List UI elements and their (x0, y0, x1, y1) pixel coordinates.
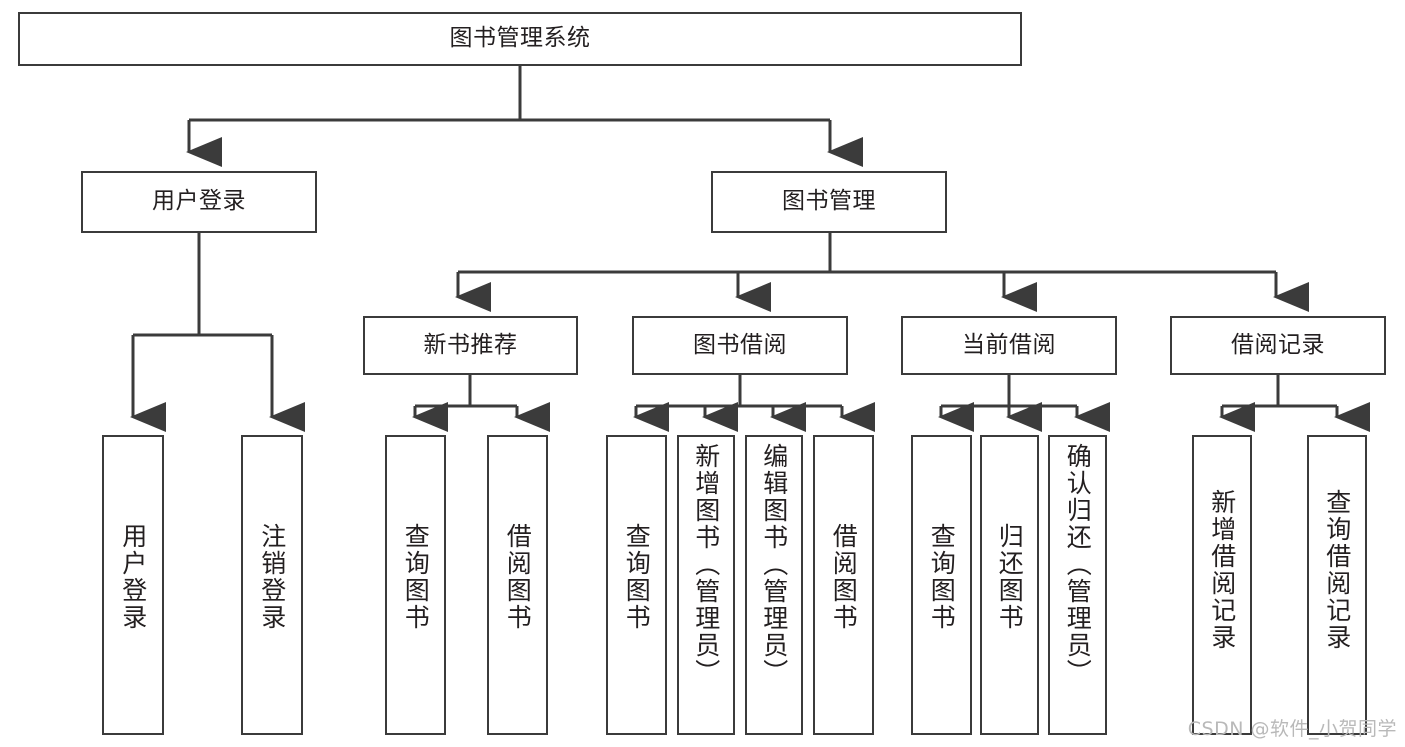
leaf-label: 注销登录 (257, 523, 287, 631)
node-label: 当前借阅 (962, 331, 1056, 358)
node-label: 图书管理 (782, 188, 876, 215)
node-borrow-records[interactable]: 借阅记录 (1170, 316, 1386, 375)
csdn-watermark: CSDN @软件_小贺同学 (1187, 718, 1397, 740)
leaf-query-books-borrow[interactable]: 查询图书 (606, 435, 667, 735)
leaf-label: 编辑图书（管理员） (759, 443, 789, 686)
leaf-borrow-books[interactable]: 借阅图书 (813, 435, 874, 735)
node-current-borrowing[interactable]: 当前借阅 (901, 316, 1117, 375)
leaf-edit-book-admin[interactable]: 编辑图书（管理员） (745, 435, 803, 735)
node-root-book-management-system[interactable]: 图书管理系统 (18, 12, 1022, 66)
node-book-borrowing[interactable]: 图书借阅 (632, 316, 848, 375)
node-label: 新书推荐 (423, 331, 518, 358)
leaf-borrow-books-recommend[interactable]: 借阅图书 (487, 435, 548, 735)
leaf-label: 查询图书 (401, 523, 431, 631)
leaf-label: 查询图书 (927, 523, 957, 631)
leaf-label: 新增借阅记录 (1207, 489, 1237, 651)
node-new-book-recommendation[interactable]: 新书推荐 (363, 316, 578, 375)
node-book-management[interactable]: 图书管理 (711, 171, 947, 233)
leaf-add-borrow-record[interactable]: 新增借阅记录 (1192, 435, 1252, 735)
leaf-label: 用户登录 (118, 523, 148, 631)
leaf-user-login[interactable]: 用户登录 (102, 435, 164, 735)
leaf-label: 查询借阅记录 (1322, 489, 1352, 651)
leaf-label: 新增图书（管理员） (691, 443, 721, 686)
leaf-label: 借阅图书 (829, 523, 859, 631)
leaf-label: 归还图书 (995, 523, 1025, 631)
leaf-label: 借阅图书 (503, 523, 533, 631)
node-label: 图书借阅 (693, 331, 787, 358)
node-label: 图书管理系统 (449, 25, 591, 52)
leaf-query-books-recommend[interactable]: 查询图书 (385, 435, 446, 735)
leaf-label: 查询图书 (622, 523, 652, 631)
leaf-logout[interactable]: 注销登录 (241, 435, 303, 735)
leaf-query-books-current[interactable]: 查询图书 (911, 435, 972, 735)
leaf-return-books[interactable]: 归还图书 (980, 435, 1039, 735)
leaf-confirm-return-admin[interactable]: 确认归还（管理员） (1048, 435, 1107, 735)
leaf-add-book-admin[interactable]: 新增图书（管理员） (677, 435, 735, 735)
node-label: 借阅记录 (1231, 331, 1325, 358)
leaf-label: 确认归还（管理员） (1063, 443, 1093, 686)
leaf-query-borrow-record[interactable]: 查询借阅记录 (1307, 435, 1367, 735)
node-label: 用户登录 (152, 188, 246, 215)
node-user-login[interactable]: 用户登录 (81, 171, 317, 233)
